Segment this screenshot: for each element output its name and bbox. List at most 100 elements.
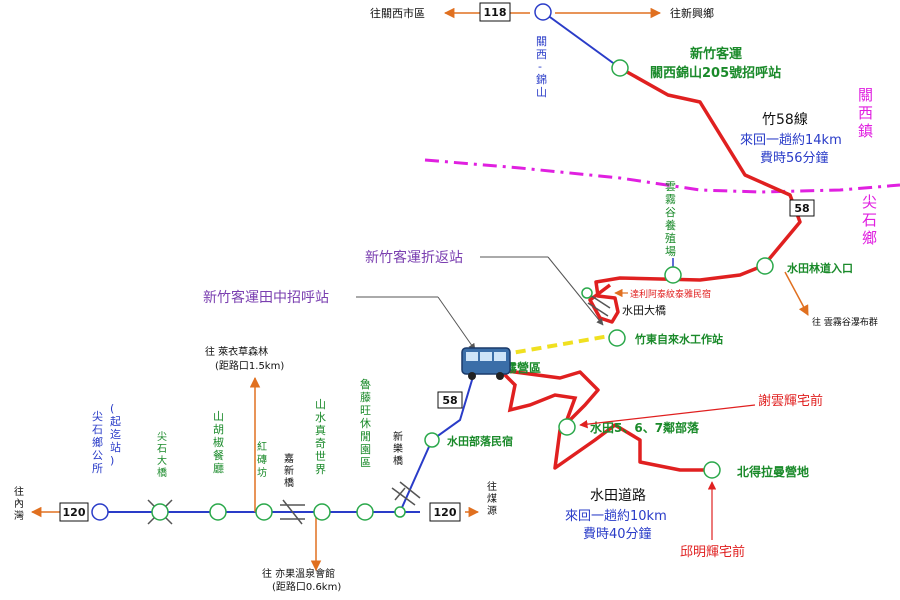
shanhu-restaurant-label: 山 胡 椒 餐 廳 [213,410,224,475]
direction-mupi: 往 煤 源 [487,480,497,517]
svg-text:藤: 藤 [360,391,371,404]
svg-text:關: 關 [536,35,547,48]
beide-camp-label: 北得拉曼營地 [737,464,809,479]
stop-circle-jianshi-bridge[interactable] [151,503,169,521]
svg-text:起: 起 [110,415,121,428]
svg-text:往: 往 [14,485,24,498]
jianshi-office-note: ( 起 迄 站 ) [110,402,121,467]
svg-text:鄉: 鄉 [92,436,103,449]
daliren-bnb-label: 達利阿泰紋泰雅民宿 [630,288,711,300]
road-sign-58-south: 58 [437,391,463,409]
road-name-label: 水田道路 [590,488,646,504]
svg-text:來回一趟約14km: 來回一趟約14km [740,133,842,148]
terminal-stop-label: 新竹客運折返站 [365,249,463,266]
svg-text:世: 世 [315,450,326,463]
svg-text:費時56分鐘: 費時56分鐘 [760,150,829,166]
blue-route-north [542,11,621,69]
tianzhong-stop-label: 新竹客運田中招呼站 [203,289,329,306]
stop-circle-shanhu[interactable] [209,503,227,521]
xinle-bridge-label: 新 樂 橋 [393,430,403,467]
stop-circle-farm[interactable] [664,266,682,284]
stop-circle-hongzhuan[interactable] [255,503,273,521]
stop-circle-forest[interactable] [756,257,774,275]
svg-text:120: 120 [63,506,86,519]
svg-text:閒: 閒 [360,430,371,443]
svg-text:石: 石 [92,423,103,436]
stop-circle-top[interactable] [534,3,552,21]
svg-text:休: 休 [360,417,371,430]
svg-text:旺: 旺 [360,404,371,417]
svg-text:樂: 樂 [393,442,403,455]
tribe-bnb-label: 水田部落民宿 [447,434,513,448]
svg-text:源: 源 [487,504,497,517]
jianshi-bridge-label: 尖 石 大 橋 [157,430,167,479]
stop-circle-beide[interactable] [703,461,721,479]
svg-text:坊: 坊 [257,466,267,479]
stop-circle-jinshan[interactable] [611,59,629,77]
svg-text:58: 58 [794,202,809,215]
stop-circle-water-plant[interactable] [608,329,626,347]
lujixing-leisure-label: 魯 藤 旺 休 閒 園 區 [360,377,371,469]
guanxi-jinshan-label: 關 西 - 錦 山 [536,35,547,99]
route-line-info: 來回一趟約14km 費時56分鐘 [740,133,842,166]
zhao-house-label: 邱明輝宅前 [680,544,745,560]
svg-text:場: 場 [665,245,676,258]
svg-text:奇: 奇 [315,437,326,450]
svg-text:廳: 廳 [213,461,224,475]
svg-text:大: 大 [157,454,167,467]
svg-text:): ) [110,454,114,467]
hsinchu-bus-stop-label: 新竹客運 關西錦山205號招呼站 [650,46,781,81]
svg-text:來回一趟約10km: 來回一趟約10km [565,509,667,524]
hongzhuan-fang-label: 紅 磚 坊 [257,441,267,479]
guanxi-town-label: 關 西 鎮 [858,86,873,140]
stop-circle-shanshui[interactable] [313,503,331,521]
svg-text:新竹客運: 新竹客運 [690,46,742,62]
svg-text:費時40分鐘: 費時40分鐘 [583,526,652,542]
svg-text:山: 山 [315,398,326,411]
bridge-mark-xinle [391,481,421,506]
tianzhong-stop-pointer-2 [437,296,476,351]
svg-text:迄: 迄 [110,427,121,441]
xie-house-label: 謝雲輝宅前 [758,393,823,409]
cloud-valley-farm-label: 雲 霧 谷 養 殖 場 [665,180,676,258]
xie-house-arrow [579,404,756,429]
stop-circle-daliren[interactable] [581,287,593,299]
svg-text:站: 站 [110,440,121,454]
svg-text:58: 58 [442,394,457,407]
jianshi-town-label: 尖 石 鄉 [862,193,877,247]
svg-text:公: 公 [92,449,103,462]
svg-text:石: 石 [862,211,877,229]
red-route-loop [498,368,578,426]
stop-circle-shuitian-tribe[interactable] [558,418,576,436]
shuitian-forest-label: 水田林道入口 [787,261,853,275]
svg-text:嘉: 嘉 [284,452,294,465]
road-info: 來回一趟約10km 費時40分鐘 [565,509,667,542]
yunlan-arrow [784,271,809,316]
svg-text:(距路口0.6km): (距路口0.6km) [272,580,341,593]
svg-text:水: 水 [315,411,326,424]
svg-text:區: 區 [360,456,371,469]
stop-circle-xinle[interactable] [394,506,406,518]
bus-icon [461,347,511,380]
camp-area-label: 霧營區 [505,360,541,375]
svg-text:尖: 尖 [157,430,167,443]
bridge-mark-jiaxin [280,499,305,525]
svg-text:關: 關 [858,86,873,104]
svg-text:鄉: 鄉 [862,229,877,247]
svg-text:霧: 霧 [665,193,676,206]
yellow-dashed-segment [499,333,616,357]
direction-neiwan: 往 內 灣 [14,485,24,522]
road-sign-120-west: 120 [59,502,89,522]
stop-circle-tribe-bnb[interactable] [424,432,440,448]
svg-text:新: 新 [284,464,294,477]
red-route-south [499,368,712,472]
svg-text:灣: 灣 [14,510,24,522]
stop-circle-jianshi-office[interactable] [91,503,109,521]
stop-circle-lujixing[interactable] [356,503,374,521]
jianshi-office-label: 尖 石 鄉 公 所 [92,410,103,475]
svg-text:尖: 尖 [92,410,103,423]
svg-text:120: 120 [434,506,457,519]
direction-xinxing: 往新興鄉 [670,6,714,20]
svg-text:谷: 谷 [665,206,676,219]
svg-text:胡: 胡 [213,422,224,436]
